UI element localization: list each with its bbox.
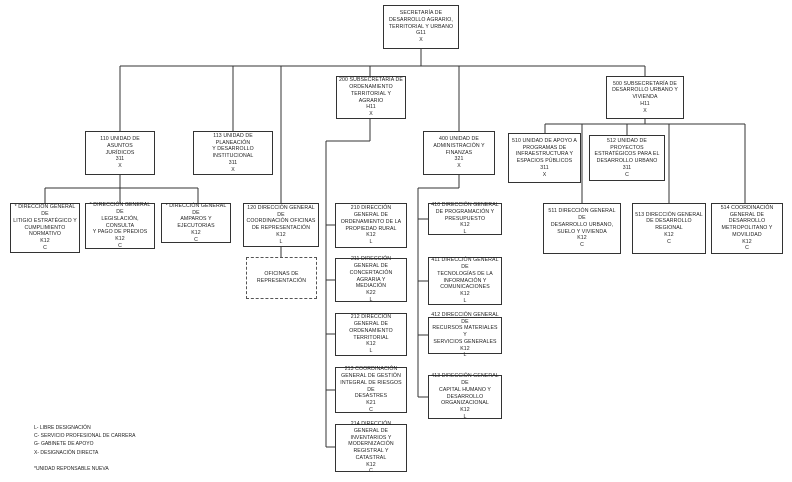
node-dg-legislacion: * DIRECCIÓN GENERAL DE LEGISLACIÓN, CONS… (85, 202, 155, 249)
node-label: 500 SUBSECRETARÍA DE DESARROLLO URBANO Y… (612, 80, 678, 114)
node-400-administracion: 400 UNIDAD DE ADMINISTRACIÓN Y FINANZAS … (423, 131, 495, 175)
node-500-subsecretaria-urbano: 500 SUBSECRETARÍA DE DESARROLLO URBANO Y… (606, 76, 684, 119)
node-label: * DIRECCIÓN GENERAL DE AMPAROS Y EJECUTO… (165, 202, 227, 243)
node-label: 400 UNIDAD DE ADMINISTRACIÓN Y FINANZAS … (433, 136, 485, 170)
node-120-oficinas-coordinacion: 120 DIRECCIÓN GENERAL DE COORDINACIÓN OF… (243, 203, 319, 247)
node-dg-litigio: * DIRECCIÓN GENERAL DE LITIGIO ESTRATÉGI… (10, 203, 80, 253)
node-label: SECRETARÍA DE DESARROLLO AGRARIO, TERRIT… (388, 10, 454, 44)
node-label: 113 UNIDAD DE PLANEACIÓN Y DESARROLLO IN… (212, 132, 254, 173)
node-label: 412 DIRECCIÓN GENERAL DE RECURSOS MATERI… (431, 311, 499, 359)
node-110-asuntos-juridicos: 110 UNIDAD DE ASUNTOS JURÍDICOS 311 X (85, 131, 155, 175)
node-label: 510 UNIDAD DE APOYO A PROGRAMAS DE INFRA… (512, 137, 577, 178)
node-label: OFICINAS DE REPRESENTACIÓN (256, 271, 307, 284)
legend-item: C- SERVICIO PROFESIONAL DE CARRERA (34, 433, 136, 440)
node-512-proyectos-estrategicos: 512 UNIDAD DE PROYECTOS ESTRATÉGICOS PAR… (589, 135, 665, 181)
footnote: *UNIDAD REPONSABLE NUEVA (34, 466, 109, 472)
node-label: 512 UNIDAD DE PROYECTOS ESTRATÉGICOS PAR… (594, 137, 660, 178)
node-513-desarrollo-regional: 513 DIRECCIÓN GENERAL DE DESARROLLO REGI… (632, 203, 706, 254)
node-label: 210 DIRECCIÓN GENERAL DE ORDENAMIENTO DE… (340, 205, 402, 245)
node-dg-amparos: * DIRECCIÓN GENERAL DE AMPAROS Y EJECUTO… (161, 203, 231, 243)
node-label: 411 DIRECCIÓN GENERAL DE TECNOLOGÍAS DE … (431, 257, 499, 304)
node-label: 514 COORDINACIÓN GENERAL DE DESARROLLO M… (720, 204, 774, 252)
node-200-subsecretaria-ordenamiento: 200 SUBSECRETARÍA DE ORDENAMIENTO TERRIT… (336, 76, 406, 119)
legend-item: L- LIBRE DESIGNACIÓN (34, 425, 91, 431)
node-secretaria: SECRETARÍA DE DESARROLLO AGRARIO, TERRIT… (383, 5, 459, 49)
node-211-concertacion-agraria: 211 DIRECCIÓN GENERAL DE CONCERTACIÓN AG… (335, 256, 407, 303)
node-label: 413 DIRECCIÓN GENERAL DE CAPITAL HUMANO … (431, 373, 499, 420)
node-label: * DIRECCIÓN GENERAL DE LEGISLACIÓN, CONS… (89, 202, 151, 249)
node-label: 110 UNIDAD DE ASUNTOS JURÍDICOS 311 X (100, 136, 140, 170)
node-label: * DIRECCIÓN GENERAL DE LITIGIO ESTRATÉGI… (13, 204, 77, 251)
node-oficinas-representacion: OFICINAS DE REPRESENTACIÓN (246, 257, 317, 299)
node-label: 511 DIRECCIÓN GENERAL DE DESARROLLO URBA… (548, 208, 616, 248)
node-214-inventarios-catastral: 214 DIRECCIÓN GENERAL DE INVENTARIOS Y M… (335, 421, 407, 475)
node-514-metropolitano: 514 COORDINACIÓN GENERAL DE DESARROLLO M… (711, 203, 783, 254)
node-label: 212 DIRECCIÓN GENERAL DE ORDENAMIENTO TE… (349, 314, 393, 354)
node-510-apoyo-programas: 510 UNIDAD DE APOYO A PROGRAMAS DE INFRA… (508, 133, 581, 183)
node-113-planeacion: 113 UNIDAD DE PLANEACIÓN Y DESARROLLO IN… (193, 131, 273, 175)
node-412-recursos-materiales: 412 DIRECCIÓN GENERAL DE RECURSOS MATERI… (428, 312, 502, 358)
node-212-ordenamiento-territorial: 212 DIRECCIÓN GENERAL DE ORDENAMIENTO TE… (335, 313, 407, 356)
node-411-tecnologias: 411 DIRECCIÓN GENERAL DE TECNOLOGÍAS DE … (428, 257, 502, 305)
node-label: 200 SUBSECRETARÍA DE ORDENAMIENTO TERRIT… (339, 77, 403, 117)
node-413-capital-humano: 413 DIRECCIÓN GENERAL DE CAPITAL HUMANO … (428, 373, 502, 420)
node-label: 120 DIRECCIÓN GENERAL DE COORDINACIÓN OF… (246, 204, 316, 245)
node-511-desarrollo-urbano: 511 DIRECCIÓN GENERAL DE DESARROLLO URBA… (543, 203, 621, 254)
node-label: 214 DIRECCIÓN GENERAL DE INVENTARIOS Y M… (348, 421, 394, 475)
legend-item: X- DESIGNACIÓN DIRECTA (34, 449, 99, 456)
node-label: 410 DIRECCIÓN GENERAL DE PROGRAMACIÓN Y … (431, 202, 499, 236)
node-label: 513 DIRECCIÓN GENERAL DE DESARROLLO REGI… (635, 211, 703, 245)
node-410-programacion: 410 DIRECCIÓN GENERAL DE PROGRAMACIÓN Y … (428, 202, 502, 236)
node-label: 211 DIRECCIÓN GENERAL DE CONCERTACIÓN AG… (349, 256, 393, 303)
legend-item: G- GABINETE DE APOYO (34, 441, 94, 448)
node-210-propiedad-rural: 210 DIRECCIÓN GENERAL DE ORDENAMIENTO DE… (335, 203, 407, 248)
node-213-riesgos-desastres: 213 COORDINACIÓN GENERAL DE GESTIÓN INTE… (335, 366, 407, 413)
legend: L- LIBRE DESIGNACIÓN C- SERVICIO PROFESI… (34, 424, 135, 457)
node-label: 213 COORDINACIÓN GENERAL DE GESTIÓN INTE… (340, 366, 402, 413)
